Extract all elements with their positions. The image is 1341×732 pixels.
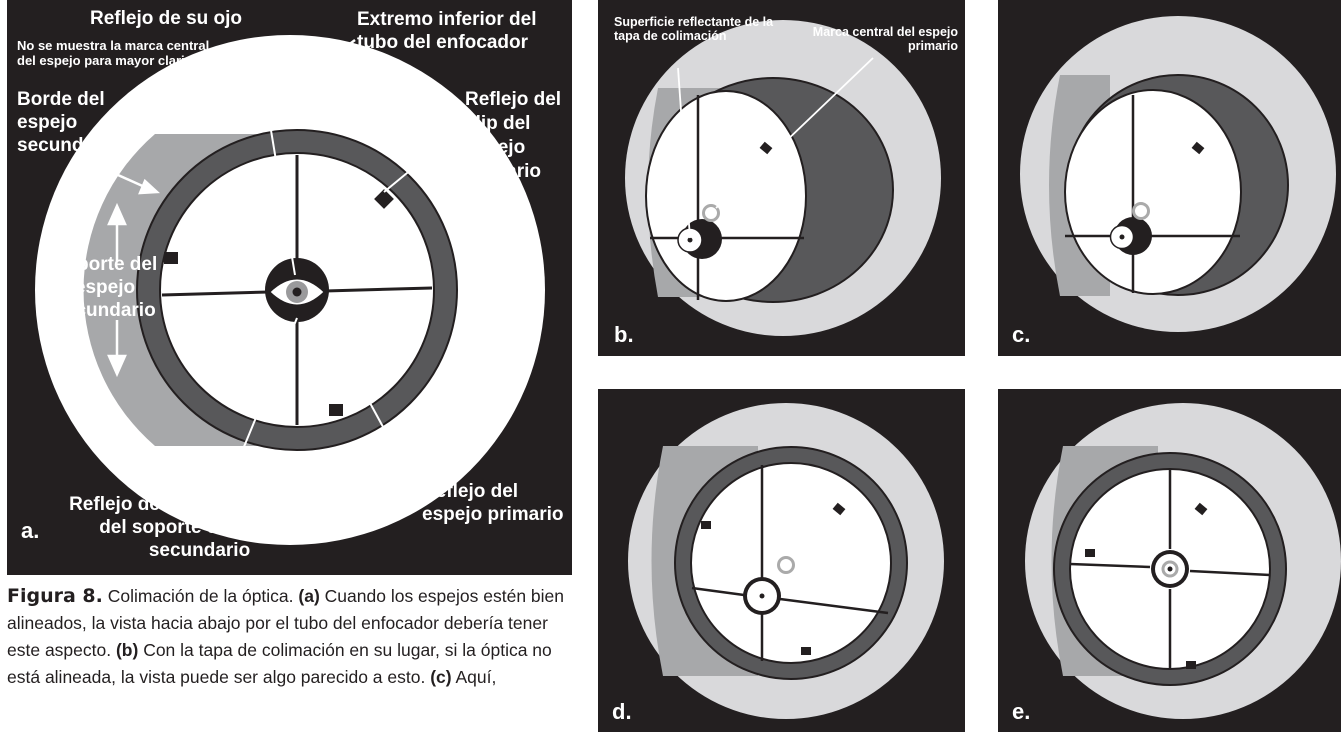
panel-d-diagram xyxy=(628,403,944,719)
panel-c: c. xyxy=(998,0,1341,356)
panel-e-diagram xyxy=(1025,403,1341,719)
panel-c-diagram xyxy=(1020,16,1336,332)
label-superficie: Superficie reflectante de la tapa de col… xyxy=(614,15,774,43)
panel-a-diagram xyxy=(35,35,545,545)
panel-e-letter: e. xyxy=(1012,699,1031,724)
label-extremo-tubo: Extremo inferior del tubo del enfocador xyxy=(357,9,537,53)
mirror-clips xyxy=(164,189,394,416)
panel-c-letter: c. xyxy=(1012,322,1031,347)
label-reflejo-ojo: Reflejo de su ojo xyxy=(90,8,243,29)
caption-a-tag: (a) xyxy=(298,586,320,606)
caption-c-tag: (c) xyxy=(430,667,452,687)
caption-figure-label: Figura 8. xyxy=(7,585,103,607)
panel-a: Reflejo de su ojo Extremo inferior del t… xyxy=(7,0,572,575)
label-soporte: Soporte del espejo secundario xyxy=(52,254,158,321)
label-reflejo-primario: Reflejo del espejo primario xyxy=(422,481,564,525)
caption-text-4: Aquí, xyxy=(451,667,497,687)
panel-a-letter: a. xyxy=(21,518,40,543)
panel-d: d. xyxy=(598,389,965,732)
panel-b-diagram xyxy=(625,20,941,336)
leader-arrows xyxy=(97,39,356,378)
caption-text-1: Colimación de la óptica. xyxy=(102,586,299,606)
panel-d-letter: d. xyxy=(612,699,632,724)
label-reflejo-patas: Reflejo de las patas de araña del soport… xyxy=(69,494,330,561)
caption-text-2: Cuando los espejos estén bien alineados,… xyxy=(7,586,564,660)
eye-pupil xyxy=(292,287,302,297)
panel-e: e. xyxy=(998,389,1341,732)
panel-b: Superficie reflectante de la tapa de col… xyxy=(598,0,965,356)
spider-vanes xyxy=(161,155,433,425)
label-no-se-muestra: No se muestra la marca central del espej… xyxy=(17,38,210,68)
caption-text-3: Con la tapa de colimación en su lugar, s… xyxy=(7,640,552,687)
caption-b-tag: (b) xyxy=(115,640,139,660)
panel-b-letter: b. xyxy=(614,322,634,347)
leader-lines xyxy=(226,51,448,489)
label-marca-central: Marca central del espejo primario xyxy=(812,25,958,53)
label-borde-secundario: Borde del espejo secundario xyxy=(17,89,119,156)
label-reflejo-clip: Reflejo del clip del espejo primario xyxy=(465,89,562,182)
figure-caption: Figura 8. Colimación de la óptica. (a) C… xyxy=(7,583,572,691)
